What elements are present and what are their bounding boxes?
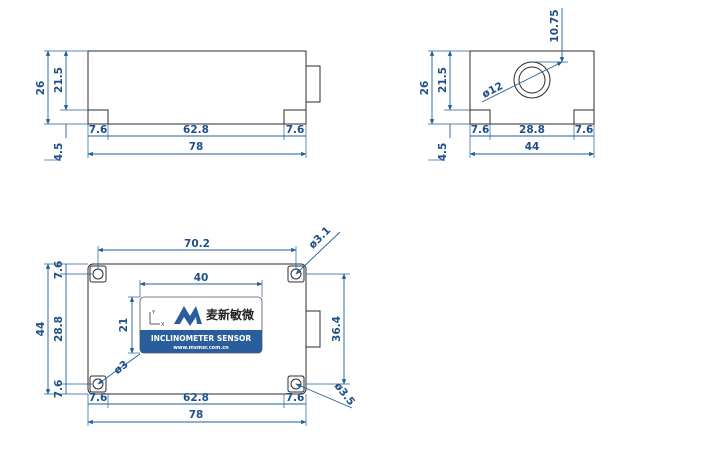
product-name: INCLINOMETER SENSOR (151, 334, 252, 343)
front-foot-right-dim: 7.6 (286, 124, 305, 136)
hole-spacing-y: 28.8 (53, 316, 65, 342)
front-length-total: 78 (189, 141, 204, 153)
side-height-foot: 4.5 (437, 143, 449, 162)
side-connector-offset: 10.75 (549, 9, 561, 42)
hole-diameter-left: ø3 (112, 358, 131, 376)
top-foot-right-dim: 7.6 (286, 392, 305, 404)
label-width: 40 (194, 272, 209, 284)
side-foot-right (573, 109, 595, 125)
product-label: Y X 麦新敏微 INCLINOMETER SENSOR www.msmsr.c… (139, 296, 263, 354)
side-foot-span-dim: 28.8 (519, 124, 545, 136)
front-height-foot: 4.5 (53, 143, 65, 162)
side-connector-inner (518, 66, 546, 94)
front-view: 26 21.5 4.5 7.6 62.8 7.6 78 (35, 50, 321, 162)
label-height: 21 (118, 318, 130, 333)
top-width-total: 44 (35, 322, 47, 337)
axis-y-label: Y (151, 310, 156, 316)
top-connector (305, 310, 321, 348)
hole-diameter-bottom-right: ø3.5 (332, 380, 357, 408)
side-foot-left (469, 109, 491, 125)
side-height-body: 21.5 (437, 67, 449, 93)
side-connector-diameter: ø12 (480, 80, 505, 101)
side-width-total: 44 (525, 141, 540, 153)
front-height-total: 26 (35, 81, 47, 96)
top-foot-span-dim: 62.8 (183, 392, 209, 404)
brand-chinese: 麦新敏微 (206, 307, 255, 322)
side-view: 26 21.5 4.5 10.75 ø12 7.6 28.8 7.6 44 (419, 8, 595, 162)
brand-logo-icon (174, 306, 202, 326)
hole-diameter-top-right: ø3.1 (307, 225, 334, 252)
top-view: Y X 麦新敏微 INCLINOMETER SENSOR www.msmsr.c… (35, 225, 357, 426)
front-height-body: 21.5 (53, 67, 65, 93)
front-body-outline (87, 50, 307, 125)
front-foot-left (87, 109, 109, 125)
side-height-total: 26 (419, 81, 431, 96)
hole-spacing-x: 70.2 (184, 238, 210, 250)
label-blue-band (140, 330, 262, 353)
top-foot-left-dim: 7.6 (89, 392, 108, 404)
connector-span: 36.4 (331, 316, 343, 342)
front-foot-right (283, 109, 307, 125)
edge-bottom-dim: 7.6 (53, 380, 65, 399)
side-foot-right-dim: 7.6 (575, 124, 594, 136)
edge-top-dim: 7.6 (53, 261, 65, 280)
top-length-total: 78 (189, 409, 204, 421)
website: www.msmsr.com.cn (173, 345, 229, 351)
front-foot-span-dim: 62.8 (183, 124, 209, 136)
side-body-outline (469, 50, 595, 125)
side-foot-left-dim: 7.6 (471, 124, 490, 136)
front-foot-left-dim: 7.6 (89, 124, 108, 136)
axis-icon: Y X (149, 310, 165, 328)
front-connector (305, 65, 321, 103)
axis-x-label: X (161, 322, 165, 328)
